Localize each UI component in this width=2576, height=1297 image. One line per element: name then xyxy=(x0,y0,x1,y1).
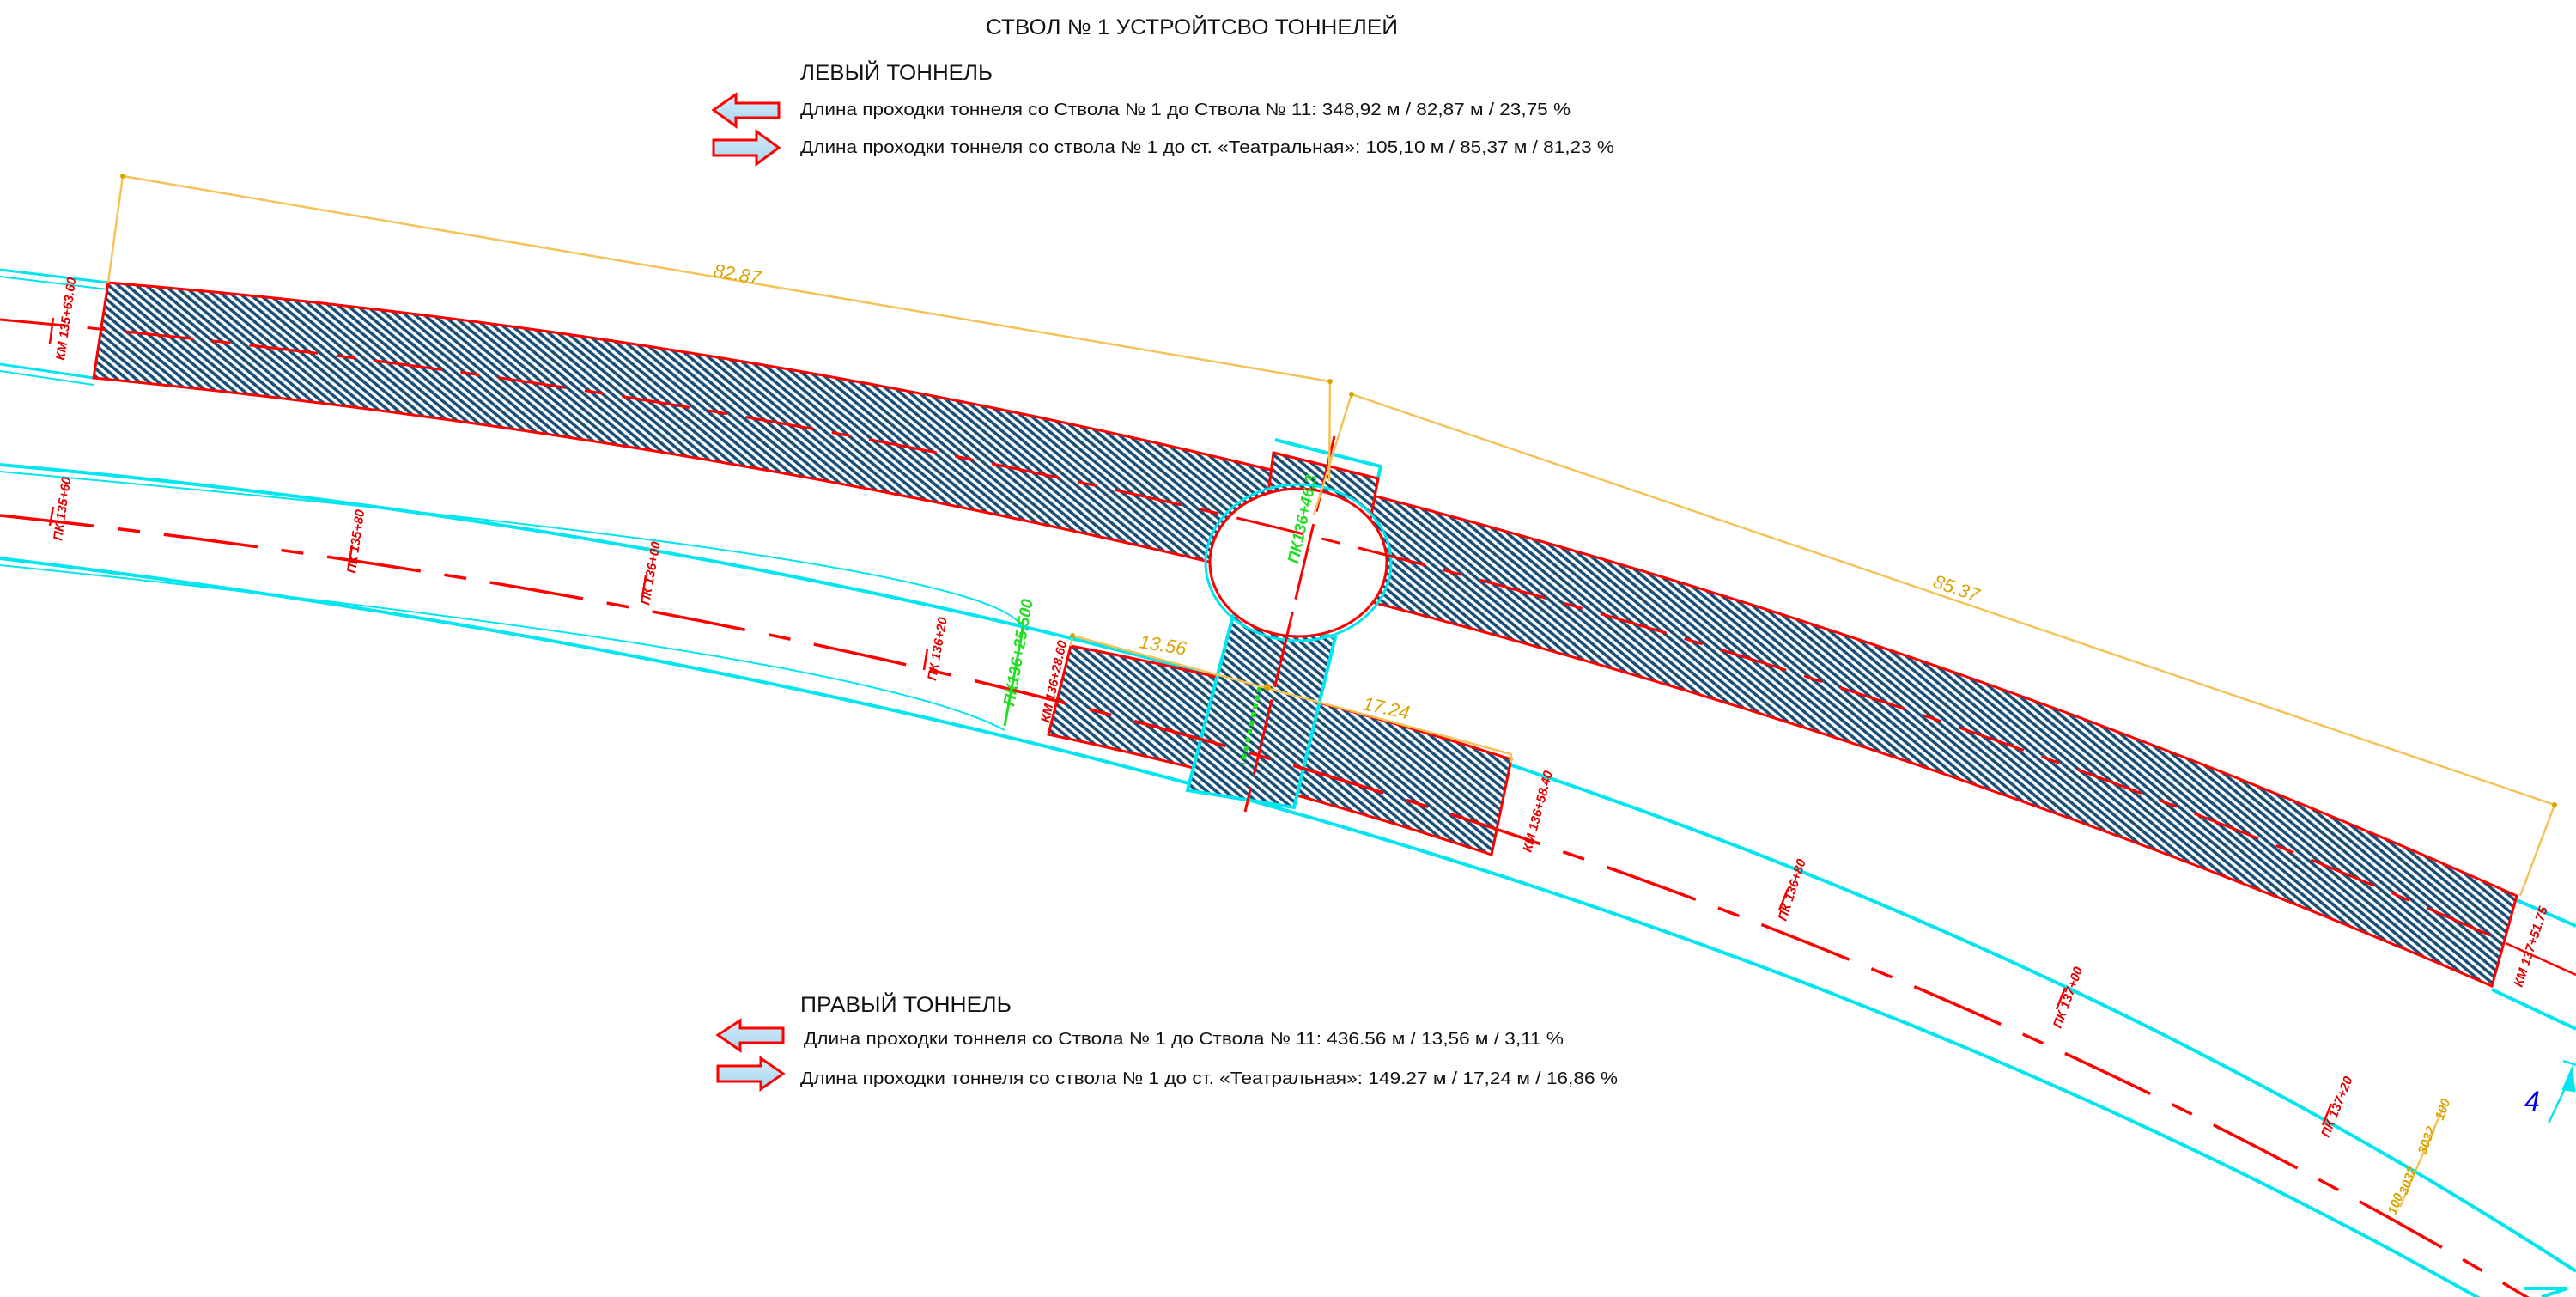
shaft-1 xyxy=(1208,487,1388,638)
shaft-top-box-outline xyxy=(1274,438,1383,482)
shaft-1-outline xyxy=(1204,483,1393,642)
station-label: ПК 137+00 xyxy=(2050,965,2087,1031)
section-mark: 4 xyxy=(2524,1086,2540,1117)
arrow-left-icon xyxy=(715,1018,785,1053)
station-label: КМ 137+51.75 xyxy=(2512,904,2551,989)
station-line-green xyxy=(1003,624,1025,727)
arrow-right-icon xyxy=(716,1056,786,1092)
station-label: ПК 137+20 xyxy=(2318,1074,2356,1139)
dimension-tick xyxy=(2552,802,2557,807)
dimension-tick xyxy=(1327,379,1333,384)
right-tunnel-heading: ПРАВЫЙ ТОННЕЛЬ xyxy=(800,991,1012,1017)
right-tunnel-to-teatralnaya: Длина проходки тоннеля со ствола № 1 до … xyxy=(800,1069,1618,1088)
page-title: СТВОЛ № 1 УСТРОЙТСВО ТОННЕЛЕЙ xyxy=(986,14,1398,40)
station-label: ПК 136+80 xyxy=(1776,856,1809,923)
station-label: КМ 135+63.60 xyxy=(53,276,79,361)
station-label: ПК 135+60 xyxy=(51,476,74,542)
section-arrow-icon xyxy=(2547,1059,2576,1124)
station-ticks xyxy=(48,317,2576,1126)
station-label-green: ПК136+25.500 xyxy=(1000,597,1037,707)
dimension-tick xyxy=(1349,392,1354,397)
left-tunnel-bored-section xyxy=(92,281,2518,989)
dimension-left-west: 82.87 xyxy=(712,259,762,289)
left-tunnel-to-teatralnaya: Длина проходки тоннеля со ствола № 1 до … xyxy=(800,138,1614,157)
dimension-tick xyxy=(1070,633,1075,638)
dimension-section-b: 3032 xyxy=(2397,1165,2421,1197)
arrow-left-icon xyxy=(711,92,781,129)
left-tunnel-to-shaft11: Длина проходки тоннеля со Ствола № 1 до … xyxy=(800,100,1571,119)
right-tunnel-centerline xyxy=(0,514,2530,1297)
station-label: КМ 136+58.40 xyxy=(1520,769,1556,854)
station-label: ПК 136+20 xyxy=(925,616,951,682)
dimension-tick xyxy=(1264,684,1271,691)
station-line-green xyxy=(1240,686,1262,765)
dimension-tick xyxy=(120,174,125,179)
right-tunnel-to-shaft11: Длина проходки тоннеля со Ствола № 1 до … xyxy=(804,1030,1564,1049)
dimension-lines xyxy=(106,174,2556,1208)
left-tunnel-heading: ЛЕВЫЙ ТОННЕЛЬ xyxy=(800,59,993,85)
station-label: ПК 135+80 xyxy=(344,508,368,575)
arrow-right-icon xyxy=(712,129,781,167)
dimension-section-a: 3032 xyxy=(2415,1124,2439,1157)
left-tunnel-outline xyxy=(0,268,2576,1031)
dimension-offset-a: 100 xyxy=(2433,1096,2454,1122)
left-tunnel-centerline xyxy=(0,318,2505,943)
